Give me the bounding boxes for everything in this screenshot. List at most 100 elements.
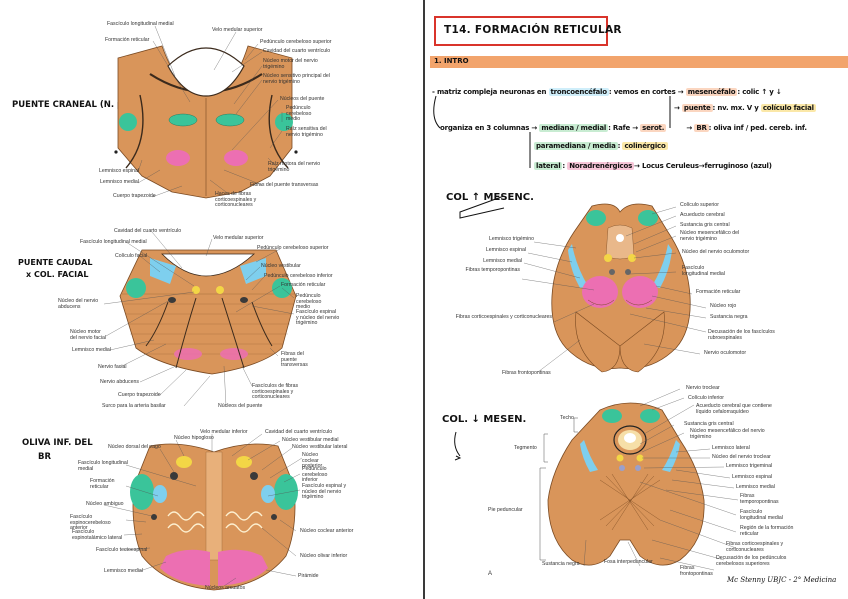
label: Fibras del puente transversas [281,351,308,369]
label: Núcleo olivar inferior [300,553,348,559]
label: Fascículo espinocerebeloso anterior [70,514,111,532]
label: Lemnisco medial [72,347,111,353]
side-label-col-inf: COL. ↓ MESEN. [442,414,527,425]
label: Fibras temporopontinas [740,493,779,505]
intro-heading: 1. INTRO [434,57,469,65]
label: Núcleo vestibular [261,263,301,269]
label: Fibras frontopontinas [680,565,713,577]
label: Nervio abducens [100,379,139,385]
label: Núcleo rojo [710,303,737,309]
label: Pedúnculo cerebeloso inferior [264,273,333,279]
label: Fibras del puente transversas [250,182,319,188]
label: Cavidad del cuarto ventrículo [265,429,333,435]
label: Pedúnculo cerebeloso superior [257,245,329,251]
label: Fascículo espinal y núcleo del nervio tr… [296,309,340,327]
label: Fascículo longitudinal medial [740,509,783,521]
label: Núcleo vestibular lateral [292,444,348,450]
label: Núcleo ambiguo [86,501,124,507]
label: Núcleos del puente [218,403,263,409]
label: Sustancia gris central [684,421,734,427]
label: Lemnisco espinal [99,168,140,174]
label: Pie peduncular [488,507,523,513]
label: Formación reticular [90,478,115,490]
label: Fascículo longitudinal medial [78,460,128,472]
label: Lemnisco espinal [485,247,526,253]
side-label-oliva: OLIVA INF. DEL [22,438,93,448]
label: Núcleo coclear posterior [302,452,323,470]
label: Cavidad del cuarto ventrículo [263,48,331,54]
label: Núcleo dorsal del vago [108,444,161,450]
label: Colículo inferior [688,395,725,401]
label: Cuerpo trapezoide [118,392,161,398]
label: Núcleos arcuatos [205,585,246,591]
label: Surco para la arteria basilar [102,403,166,409]
side-label-puente-craneal: PUENTE CRANEAL (N. par V) [12,100,147,110]
label: Pedúnculo cerebeloso medio [286,105,312,123]
label: Lemnisco espinal [732,474,773,480]
label: Lemnisco medial [104,568,143,574]
label: Fascículo tectoespinal [96,547,148,553]
label: Nervio troclear [686,385,720,391]
note-line-1: - matriz compleja neuronas en troncoencé… [432,88,782,96]
label: Núcleo coclear anterior [300,528,354,534]
note-line-5: lateral: Noradrenérgicos→ Locus Ceruleus… [534,162,772,170]
label: Decusación de los pedúnculos cerebelosos… [716,555,787,567]
figure-letter: A [488,571,493,577]
label: Lemnisco trigémino [489,236,534,242]
label: Núcleo hipogloso [174,435,214,441]
label: Fibras corticoespinales y corticonuclear… [726,541,784,553]
side-label-puente-caudal: PUENTE CAUDAL [18,258,93,267]
label: Lemnisco trigeminal [726,463,773,469]
side-label-col-facial: x COL. FACIAL [26,270,89,279]
label: Núcleo vestibular medial [282,437,339,443]
label: Lemnisco medial [100,179,139,185]
footer-signature: Mc Stenny UBJC - 2° Medicina [727,576,837,584]
label: Núcleo motor del nervio trigémino [263,58,318,70]
label: Acueducto cerebral que contiene líquido … [696,403,772,415]
label: Lemnisco medial [736,484,775,490]
label: Sustancia negra [710,314,748,320]
label: Fascículo longitudinal medial [682,265,725,277]
label: Sustancia gris central [680,222,730,228]
label: Fibras frontopontinas [502,370,551,376]
label: Fascículo espinotalámico lateral [72,529,123,541]
label: Velo medular superior [212,27,263,33]
label: Colículo superior [680,202,719,208]
label: Núcleo sensitivo principal del nervio tr… [263,73,330,85]
label: Núcleos del puente [280,96,325,102]
label: Pedúnculo cerebeloso medio [296,293,322,311]
label: Región de la formación reticular [740,525,794,537]
label: Nervio oculomotor [704,350,747,356]
label: Cuerpo trapezoide [113,193,156,199]
label: Sustancia negra [542,561,580,567]
note-line-2: → puente: nv. mx. V y colículo facial [674,104,816,112]
page-divider [423,0,425,599]
label: Acueducto cerebral [680,212,725,218]
title-box: T14. FORMACIÓN RETICULAR [434,16,622,46]
label: Decusación de los fascículos rubroespina… [708,329,775,341]
label: Techo [560,415,574,421]
label: Pirámide [298,573,319,579]
note-line-4: paramediana / media: colinérgico [534,142,668,150]
label: Núcleo del nervio oculomotor [682,249,750,255]
label: Raíz motora del nervio trigémino [268,161,321,173]
label: Núcleo mesencefálico del nervio trigémin… [680,230,740,242]
label: Núcleo mesencefálico del nervio trigémin… [690,428,765,440]
label: Tegmento [514,445,537,451]
note-line-3: organiza en 3 columnas → mediana / media… [440,124,807,132]
label: Fosa interpeduncular [604,559,653,565]
label: Pedúnculo cerebeloso inferior [302,466,328,484]
page-title: T14. FORMACIÓN RETICULAR [444,24,622,36]
label: Haces de fibras corticoespinales y corti… [215,191,257,209]
label: Formación reticular [696,289,741,295]
label: Fascículo longitudinal medial [80,239,147,245]
label: Fascículo longitudinal medial [107,21,174,27]
label: Lemnisco lateral [712,445,750,451]
label: Núcleo del nervio troclear [712,454,771,460]
label: Velo medular inferior [200,429,248,435]
